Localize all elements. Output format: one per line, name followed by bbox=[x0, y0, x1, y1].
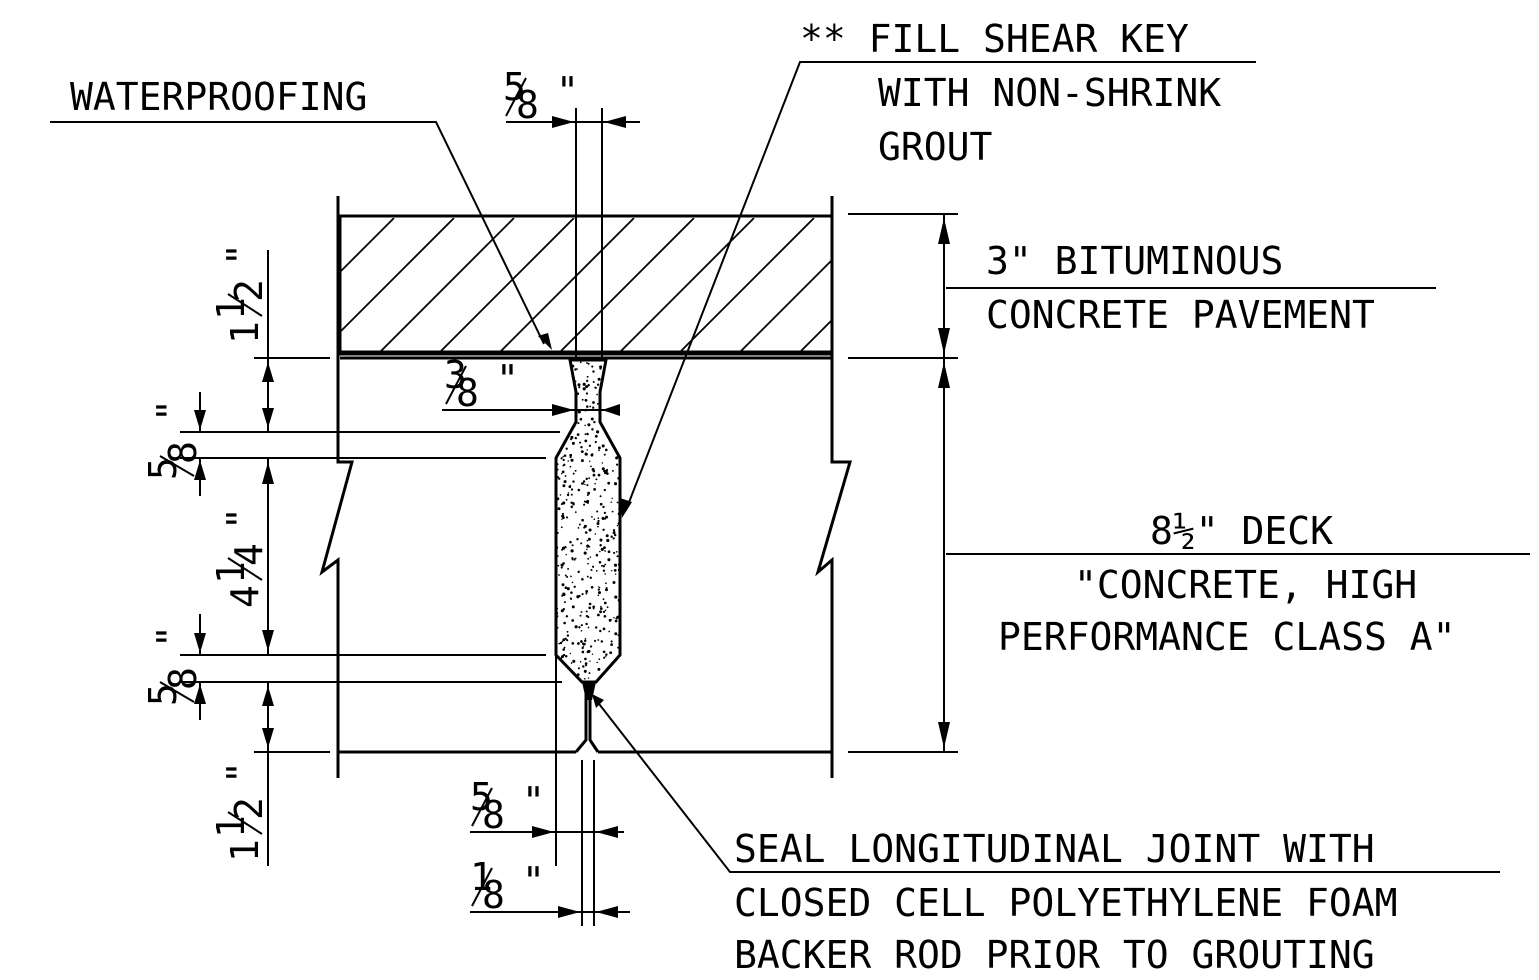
note-shear-key-line3: GROUT bbox=[878, 125, 992, 169]
svg-text:1: 1 bbox=[470, 855, 493, 899]
note-pavement-line1: 3" BITUMINOUS bbox=[986, 239, 1283, 283]
svg-text:": " bbox=[219, 243, 263, 266]
dim-lower-taper: 5 8 " bbox=[141, 625, 205, 706]
svg-text:8: 8 bbox=[482, 873, 505, 917]
svg-text:": " bbox=[522, 779, 545, 823]
dim-pavement-depth: 1 1 2 " bbox=[209, 243, 271, 344]
svg-text:8: 8 bbox=[456, 371, 479, 415]
right-dimensions bbox=[848, 213, 958, 753]
dim-bottom-depth: 1 1 2 " bbox=[209, 761, 271, 862]
svg-text:5: 5 bbox=[141, 683, 185, 706]
svg-text:": " bbox=[522, 859, 545, 903]
dim-neck-width: 3 8 " bbox=[444, 353, 519, 415]
note-deck-line1: 8½" DECK bbox=[1150, 509, 1333, 553]
dim-upper-taper: 5 8 " bbox=[141, 399, 205, 480]
annotation-notes: WATERPROOFING ** FILL SHEAR KEY WITH NON… bbox=[70, 17, 1456, 977]
leader-lines bbox=[50, 61, 1530, 873]
left-dimensions bbox=[180, 250, 562, 866]
svg-text:1: 1 bbox=[223, 839, 267, 862]
svg-text:": " bbox=[556, 69, 579, 113]
dim-bottom-gap: 5 8 " bbox=[470, 775, 545, 837]
note-deck-line3: PERFORMANCE CLASS A" bbox=[998, 615, 1456, 659]
note-seal-line3: BACKER ROD PRIOR TO GROUTING bbox=[734, 933, 1375, 977]
svg-text:": " bbox=[149, 625, 193, 648]
svg-text:": " bbox=[219, 761, 263, 784]
svg-text:": " bbox=[219, 507, 263, 530]
note-seal-line2: CLOSED CELL POLYETHYLENE FOAM bbox=[734, 881, 1397, 925]
horizontal-dimensions bbox=[442, 108, 640, 926]
note-waterproofing: WATERPROOFING bbox=[70, 75, 367, 119]
note-shear-key-line2: WITH NON-SHRINK bbox=[878, 71, 1221, 115]
note-shear-key-line1: ** FILL SHEAR KEY bbox=[800, 17, 1189, 61]
dim-top-gap: 5 8 " bbox=[503, 65, 579, 127]
svg-text:8: 8 bbox=[161, 441, 205, 464]
svg-text:8: 8 bbox=[516, 83, 539, 127]
dimension-labels: 5 8 " 3 8 " 5 8 " 1 8 " 1 1 bbox=[141, 65, 579, 917]
svg-text:1: 1 bbox=[223, 321, 267, 344]
svg-text:2: 2 bbox=[227, 797, 271, 820]
svg-text:": " bbox=[496, 357, 519, 401]
svg-text:3: 3 bbox=[444, 353, 467, 397]
svg-text:4: 4 bbox=[227, 543, 271, 566]
note-pavement-line2: CONCRETE PAVEMENT bbox=[986, 293, 1375, 337]
svg-text:2: 2 bbox=[227, 279, 271, 302]
svg-text:5: 5 bbox=[141, 457, 185, 480]
svg-text:8: 8 bbox=[161, 667, 205, 690]
dim-key-depth: 4 1 4 " bbox=[209, 507, 271, 608]
svg-text:5: 5 bbox=[503, 65, 526, 109]
pavement-hatching bbox=[340, 218, 832, 352]
svg-text:8: 8 bbox=[482, 793, 505, 837]
svg-text:4: 4 bbox=[223, 585, 267, 608]
svg-text:5: 5 bbox=[470, 775, 493, 819]
note-deck-line2: "CONCRETE, HIGH bbox=[1074, 563, 1417, 607]
dim-joint-gap: 1 8 " bbox=[470, 855, 545, 917]
svg-text:": " bbox=[149, 399, 193, 422]
note-seal-line1: SEAL LONGITUDINAL JOINT WITH bbox=[734, 827, 1375, 871]
bituminous-pavement-layer bbox=[338, 214, 834, 360]
